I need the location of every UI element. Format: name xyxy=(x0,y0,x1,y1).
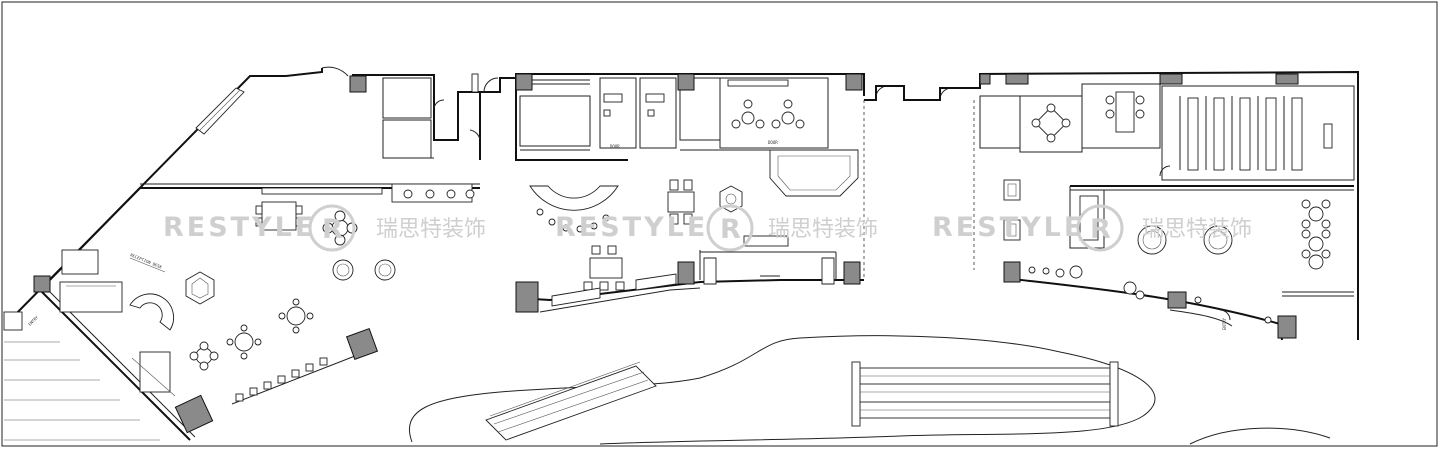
seat-row xyxy=(235,357,328,402)
left-wing: ENTRY RECEPTION DESK xyxy=(3,66,481,441)
watermark-latin: RESTYLE xyxy=(163,212,316,243)
lobby-note: RECEPTION DESK xyxy=(130,252,164,269)
watermark-latin: RESTYLE xyxy=(932,212,1085,243)
watermark-middle: RESTYLE R 瑞思特装饰 xyxy=(555,204,878,252)
meeting-table-right xyxy=(1031,91,1145,143)
right-wing: ENTRY xyxy=(968,70,1359,341)
left-entry-tag: ENTRY xyxy=(27,314,39,326)
right-entry-tag: ENTRY xyxy=(1222,317,1227,330)
logo-monogram-icon xyxy=(706,204,754,252)
watermark-right: RESTYLE R 瑞思特装饰 xyxy=(932,204,1252,252)
escalator-icon xyxy=(485,361,657,441)
watermark-latin: RESTYLE xyxy=(555,212,708,243)
classroom-desks xyxy=(1187,97,1333,171)
logo-monogram-icon xyxy=(308,204,356,252)
mid-door-tag-b: DOOR xyxy=(768,140,778,145)
mid-door-tag-a: DOOR xyxy=(610,144,620,149)
left-entry: ENTRY xyxy=(3,311,160,441)
middle-wing: DOOR DOOR xyxy=(471,73,968,313)
table-cluster-right xyxy=(1301,199,1331,270)
watermark-monogram: R xyxy=(720,214,744,245)
reception-stools xyxy=(536,208,610,233)
watermark-left: RESTYLE R 瑞思特装饰 xyxy=(163,204,486,252)
facade-planters xyxy=(1028,265,1272,324)
table-cluster-a xyxy=(189,298,314,371)
door-swing-icon xyxy=(321,66,349,77)
column-icon xyxy=(33,75,379,434)
logo-monogram-icon xyxy=(1076,204,1124,252)
watermark-chinese: 瑞思特装饰 xyxy=(376,217,486,242)
watermark-monogram: R xyxy=(1090,214,1114,245)
escalator-zone xyxy=(408,335,1331,445)
toilets-row xyxy=(403,189,475,199)
watermark-chinese: 瑞思特装饰 xyxy=(1142,217,1252,242)
escalator-icon xyxy=(851,361,1119,427)
watermark-chinese: 瑞思特装饰 xyxy=(768,217,878,242)
watermark-monogram: R xyxy=(322,214,346,245)
meeting-cluster xyxy=(731,99,805,129)
